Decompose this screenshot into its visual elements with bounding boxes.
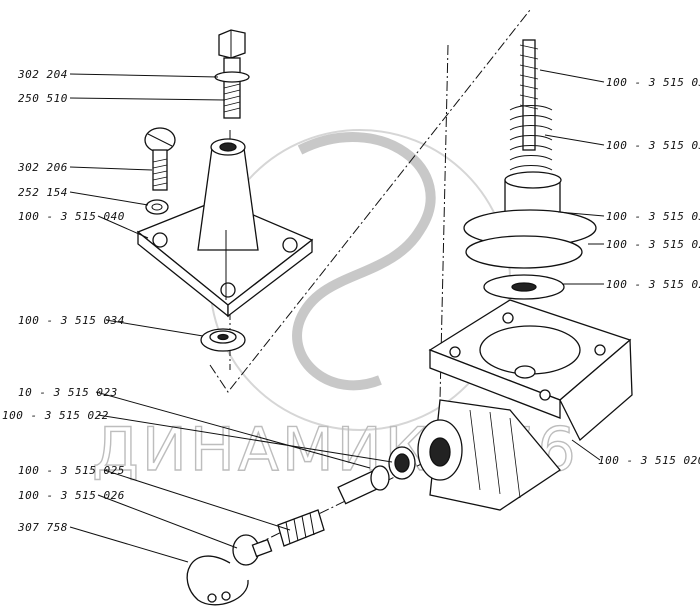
bolt-head xyxy=(218,29,246,59)
axis-line-right xyxy=(439,44,449,401)
washer-3515034 xyxy=(200,328,246,352)
body-front-face xyxy=(429,349,561,419)
valve-pin-head xyxy=(370,465,390,491)
axis-line-main xyxy=(209,9,531,393)
body-side-face xyxy=(559,338,633,442)
leaders-right xyxy=(539,69,605,461)
lock-washer-250510 xyxy=(214,71,250,83)
leaders-left xyxy=(69,73,393,563)
label-3515030: 100 - 3 515 030 xyxy=(606,210,700,223)
valve-parts-left xyxy=(186,446,416,606)
label-302204: 302 204 xyxy=(17,68,68,81)
spring-3515025 xyxy=(277,509,325,547)
label-302206: 302 206 xyxy=(17,161,68,174)
label-3515033: 100 - 3 515 033 xyxy=(606,76,700,89)
label-3515025: 100 - 3 515 025 xyxy=(18,464,125,477)
spring-3515032 xyxy=(509,105,553,171)
screw-shank xyxy=(152,149,168,191)
label-3515032: 100 - 3 515 032 xyxy=(606,139,700,152)
bolt-302204 xyxy=(214,29,250,119)
label-250510: 250 510 xyxy=(18,92,68,105)
screw-302206 xyxy=(144,127,176,215)
label-252154: 252 154 xyxy=(18,186,68,199)
flange-cover-3515040 xyxy=(136,138,314,318)
label-3515022: 100 - 3 515 022 xyxy=(2,409,109,422)
snap-ring-307758 xyxy=(186,555,249,606)
label-3515023: 10 - 3 515 023 xyxy=(18,386,118,399)
stem-3515033 xyxy=(522,39,536,151)
diaphragm-3515029 xyxy=(465,235,583,269)
flange-cone xyxy=(197,147,259,251)
spring-stack xyxy=(463,39,597,300)
flange-side-right xyxy=(227,238,313,318)
valve-body-3515020 xyxy=(417,299,633,511)
labels: 302 204 250 510 302 206 252 154 100 - 3 … xyxy=(2,68,700,534)
washer-252154 xyxy=(145,199,169,215)
watermark-swirl xyxy=(292,132,436,391)
label-3515026: 100 - 3 515 026 xyxy=(18,489,125,502)
label-307758: 307 758 xyxy=(17,521,68,534)
label-3515029: 100 - 3 515 029 xyxy=(606,238,700,251)
label-3515020: 100 - 3 515 020 xyxy=(598,454,700,467)
label-3515040: 100 - 3 515 040 xyxy=(18,210,125,223)
label-3515034: 100 - 3 515 034 xyxy=(18,314,125,327)
label-3515028: 100 - 3 515 028 xyxy=(606,278,700,291)
